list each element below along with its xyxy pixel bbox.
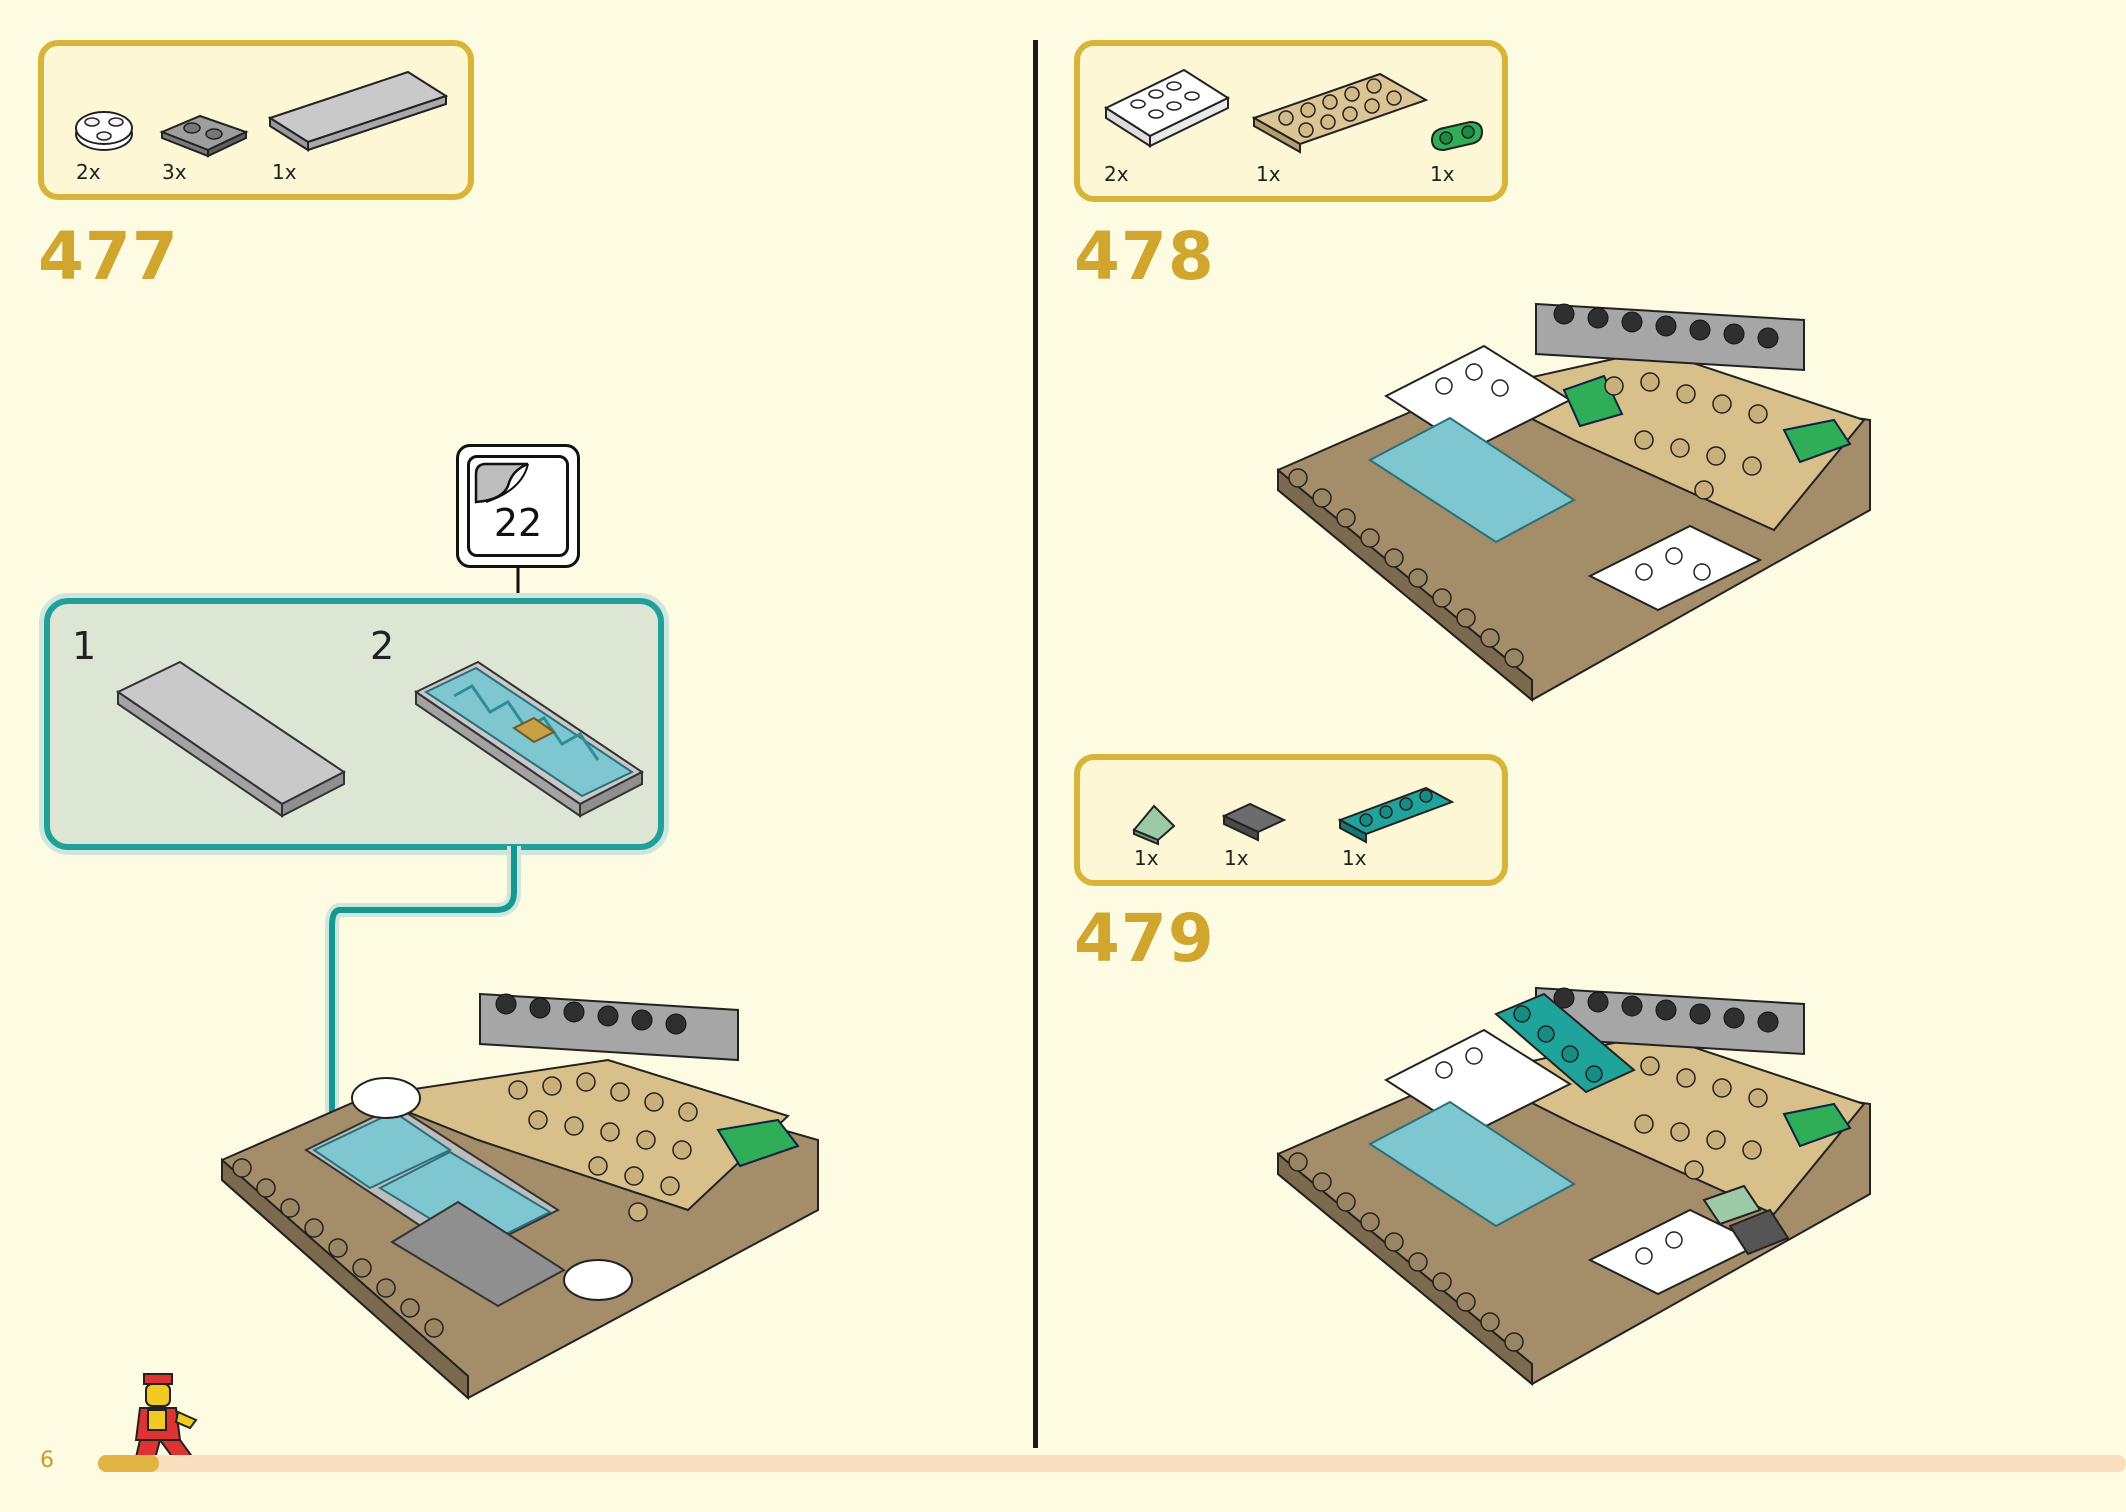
gray-tile-substep1 [116,660,346,818]
tan-plate-icon [1251,72,1429,154]
sticker-callout: 22 [456,444,580,568]
light-gray-tile-icon [267,70,449,152]
model-step-478 [1277,302,1871,703]
qty-label: 1x [1342,846,1367,870]
parts-list-step-478: 2x 1x 1x [1074,40,1508,202]
page-divider [1033,40,1038,1448]
qty-label: 1x [1224,846,1249,870]
teal-plate-icon [1337,786,1455,844]
step-number: 477 [38,218,179,295]
qty-label: 3x [162,160,187,184]
qty-label: 2x [76,160,101,184]
page-progress-fill [98,1455,159,1472]
model-step-479 [1277,986,1871,1387]
green-plate-icon [1430,120,1484,152]
white-round-plate-icon [75,111,133,151]
substep-box: 1 2 [44,598,664,850]
model-step-477 [221,992,819,1401]
parts-list-step-479: 1x 1x 1x [1074,754,1508,886]
step-number: 478 [1074,218,1215,295]
qty-label: 2x [1104,162,1129,186]
qty-label: 1x [272,160,297,184]
parts-list-step-477: 2x 3x 1x [38,40,474,200]
dark-gray-plate-icon [159,114,249,158]
qty-label: 1x [1256,162,1281,186]
qty-label: 1x [1134,846,1159,870]
substep-number: 1 [72,624,97,668]
printed-rug-tile [414,660,644,818]
white-plate-icon [1103,68,1231,148]
substep-number: 2 [370,624,395,668]
step-number: 479 [1074,900,1215,977]
page-number: 6 [40,1448,54,1473]
dark-gray-bracket-icon [1221,802,1287,842]
sticker-sheet-icon [467,455,569,557]
sticker-number: 22 [493,501,543,545]
page-progress-bar [98,1455,2126,1472]
sand-green-slope-icon [1132,804,1176,846]
qty-label: 1x [1430,162,1455,186]
